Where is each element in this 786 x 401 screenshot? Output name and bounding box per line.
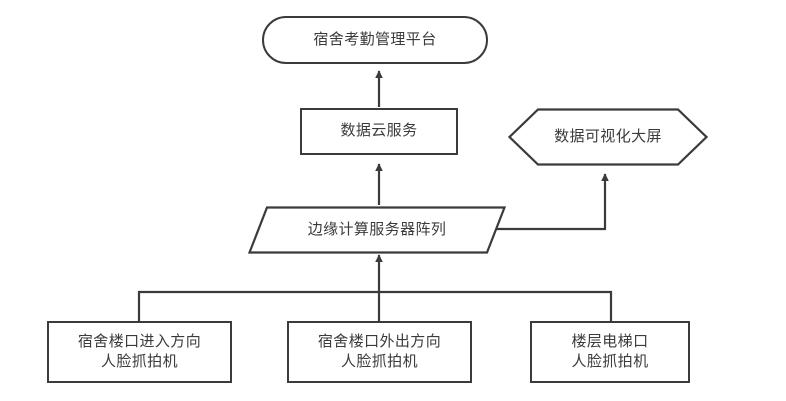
hexagon-shape [508,108,708,166]
node-platform[interactable]: 宿舍考勤管理平台 [262,16,488,64]
node-camera-elevator-label: 楼层电梯口 人脸抓拍机 [571,332,649,370]
node-camera-out[interactable]: 宿舍楼口外出方向 人脸抓拍机 [287,321,472,383]
node-camera-elevator[interactable]: 楼层电梯口 人脸抓拍机 [530,321,690,383]
edge-cameras-bus [137,290,613,321]
node-edge-servers[interactable]: 边缘计算服务器阵列 [248,206,506,254]
node-cloud-service[interactable]: 数据云服务 [300,108,458,155]
node-visualization[interactable]: 数据可视化大屏 [508,108,708,166]
edge-servers-to-visualization [497,173,609,231]
node-camera-in-label: 宿舍楼口进入方向 人脸抓拍机 [77,332,202,370]
node-cloud-service-label: 数据云服务 [340,122,418,140]
node-platform-label: 宿舍考勤管理平台 [313,30,437,48]
node-camera-out-label: 宿舍楼口外出方向 人脸抓拍机 [317,332,442,370]
node-camera-in[interactable]: 宿舍楼口进入方向 人脸抓拍机 [47,321,232,383]
parallelogram-shape [248,206,506,254]
